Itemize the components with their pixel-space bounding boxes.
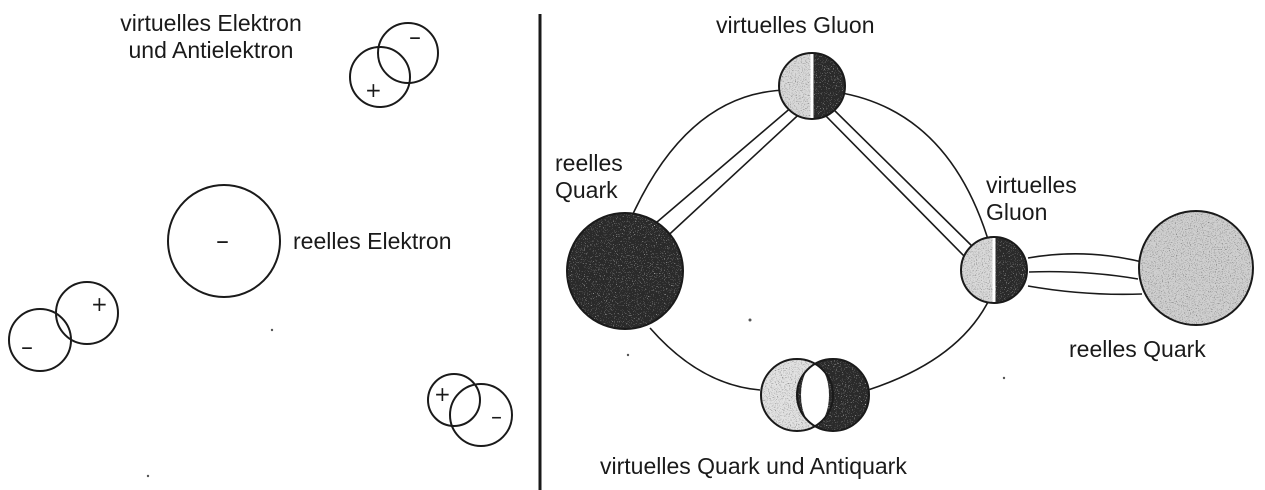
real-quark-left-label-line1: reelles xyxy=(555,150,623,176)
real-electron-label: reelles Elektron xyxy=(293,228,452,254)
virtual-electron-pair-label: virtuelles Elektron und Antielektron xyxy=(80,10,342,64)
real-quark-left-label: reelles Quark xyxy=(555,150,623,204)
virtual-gluon-right xyxy=(960,236,1028,304)
gluon-lines-quark-to-top-gluon xyxy=(631,89,809,244)
virtual-pair-top xyxy=(349,22,439,108)
gluon-lines-top-to-right-gluon xyxy=(819,91,991,259)
real-quark-left xyxy=(566,212,684,330)
minus-sign-left-pair: – xyxy=(21,333,33,361)
minus-sign-bottom-pair: – xyxy=(491,405,502,430)
virtual-quark-antiquark-pair xyxy=(760,358,870,432)
virtual-gluon-right-label: virtuelles Gluon xyxy=(986,172,1077,226)
virtual-gluon-right-label-line1: virtuelles xyxy=(986,172,1077,198)
virtual-pair-left xyxy=(8,281,119,372)
speck-dot xyxy=(748,318,752,322)
quark-loop-lines xyxy=(649,297,991,391)
speck-dot xyxy=(1002,376,1006,380)
speck-dot xyxy=(626,353,630,357)
plus-sign-bottom-pair: + xyxy=(434,382,451,406)
minus-sign-top-pair: – xyxy=(409,23,421,51)
virtual-electron-pair-label-line1: virtuelles Elektron xyxy=(120,10,302,36)
real-quark-right xyxy=(1138,210,1254,326)
virtual-gluon-right-label-line2: Gluon xyxy=(986,199,1048,225)
gluon-lines-right-gluon-to-quark xyxy=(1027,253,1143,296)
speck-dot xyxy=(270,328,274,332)
virtual-gluon-top-label: virtuelles Gluon xyxy=(716,12,875,38)
real-electron-circle xyxy=(167,184,281,298)
plus-sign-left-pair: + xyxy=(91,292,108,316)
virtual-gluon-top xyxy=(778,52,846,120)
virtual-pair-bottom-right xyxy=(427,373,513,447)
plus-sign-top-pair: + xyxy=(365,78,382,102)
virtual-electron-pair-label-line2: und Antielektron xyxy=(128,37,294,63)
virtual-quark-antiquark-label: virtuelles Quark und Antiquark xyxy=(600,453,907,479)
speck-dot xyxy=(146,474,150,478)
minus-sign-real-electron: – xyxy=(216,226,229,256)
real-quark-left-label-line2: Quark xyxy=(555,177,618,203)
real-quark-right-label: reelles Quark xyxy=(1069,336,1206,362)
